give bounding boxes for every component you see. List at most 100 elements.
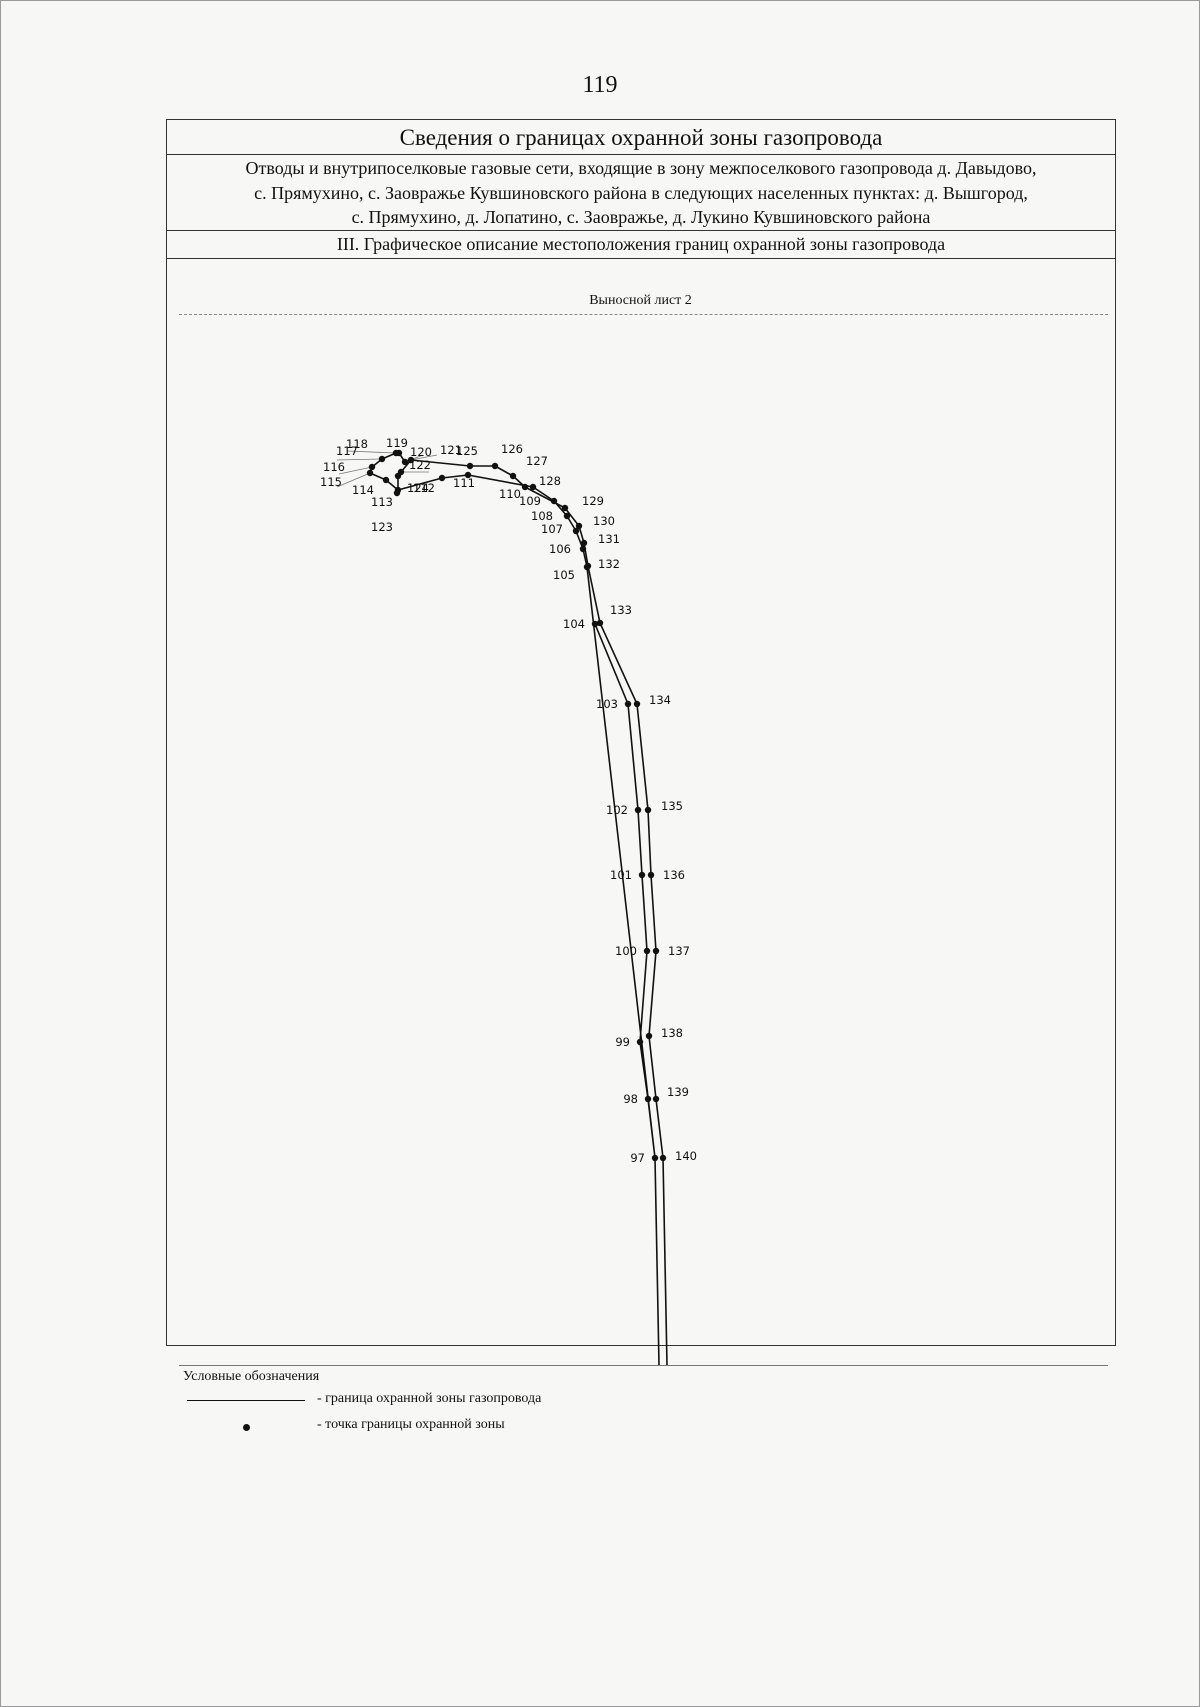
- document-title: Сведения о границах охранной зоны газопр…: [167, 120, 1115, 155]
- point-label-116: 116: [323, 460, 345, 474]
- point-label-99: 99: [615, 1035, 630, 1049]
- point-label-134: 134: [649, 693, 671, 707]
- point-label-98: 98: [623, 1092, 638, 1106]
- legend-label-point: - точка границы охранной зоны: [317, 1417, 505, 1432]
- callout-leader-115: [336, 472, 371, 488]
- boundary-point-108: [563, 512, 571, 520]
- document-frame: Сведения о границах охранной зоны газопр…: [166, 119, 1116, 1432]
- point-label-126: 126: [501, 442, 523, 456]
- boundary-point-131: [580, 539, 588, 547]
- boundary-point-98: [644, 1095, 652, 1103]
- point-label-113: 113: [371, 495, 393, 509]
- point-label-106: 106: [549, 542, 571, 556]
- boundary-point-109: [550, 497, 558, 505]
- point-label-124: 124: [407, 481, 429, 495]
- boundary-point-117: [378, 455, 386, 463]
- point-label-117: 117: [336, 444, 358, 458]
- point-label-105: 105: [553, 568, 575, 582]
- point-label-130: 130: [593, 514, 615, 528]
- boundary-point-120: [401, 458, 409, 466]
- point-label-123: 123: [371, 520, 393, 534]
- point-label-138: 138: [661, 1026, 683, 1040]
- boundary-line-west-tail: [654, 1157, 660, 1366]
- boundary-point-111: [464, 471, 472, 479]
- point-label-104: 104: [563, 617, 585, 631]
- description-line-1: Отводы и внутрипоселковые газовые сети, …: [245, 158, 1037, 178]
- boundary-point-125: [466, 462, 474, 470]
- boundary-point-129: [561, 504, 569, 512]
- boundary-point-138: [645, 1032, 653, 1040]
- point-label-101: 101: [610, 868, 632, 882]
- callout-leader-121: [410, 454, 438, 461]
- point-label-127: 127: [526, 454, 548, 468]
- point-label-102: 102: [606, 803, 628, 817]
- legend-title: Условные обозначения: [183, 1369, 320, 1384]
- point-label-115: 115: [320, 475, 342, 489]
- point-label-107: 107: [541, 522, 563, 536]
- point-labels: 9798991001011021031041051061071081091101…: [320, 436, 697, 1165]
- boundary-point-112: [438, 474, 446, 482]
- point-label-118: 118: [346, 437, 368, 451]
- boundary-point-110: [529, 483, 537, 491]
- legend-line-symbol: [187, 1400, 305, 1401]
- boundary-point-139: [652, 1095, 660, 1103]
- boundary-point-100: [643, 947, 651, 955]
- point-label-109: 109: [519, 494, 541, 508]
- boundary-point-124: [394, 472, 402, 480]
- description-line-2: с. Прямухино, с. Заовражье Кувшиновского…: [254, 182, 1028, 203]
- point-label-108: 108: [531, 509, 553, 523]
- boundary-point-126: [491, 462, 499, 470]
- point-label-114: 114: [352, 483, 374, 497]
- boundary-point-128: [521, 483, 529, 491]
- boundary-point-97: [651, 1154, 659, 1162]
- section-title: III. Графическое описание местоположения…: [167, 231, 1115, 259]
- boundary-point-137: [652, 947, 660, 955]
- point-label-103: 103: [596, 697, 618, 711]
- boundary-line-east-tail: [662, 1157, 668, 1366]
- point-label-136: 136: [663, 868, 685, 882]
- boundary-point-107: [572, 527, 580, 535]
- point-label-122: 122: [409, 458, 431, 472]
- page-number: 119: [582, 72, 618, 98]
- label-callouts: [336, 450, 438, 488]
- boundary-point-136: [647, 871, 655, 879]
- boundary-point-135: [644, 806, 652, 814]
- point-label-125: 125: [456, 444, 478, 458]
- boundary-point-102: [634, 806, 642, 814]
- boundary-point-123: [393, 489, 401, 497]
- boundary-point-140: [659, 1154, 667, 1162]
- boundary-point-99: [636, 1038, 644, 1046]
- point-label-111: 111: [453, 476, 475, 490]
- boundary-point-106: [579, 545, 587, 553]
- point-label-120: 120: [410, 445, 432, 459]
- boundary-point-121: [407, 456, 415, 464]
- boundary-map: 9798991001011021031041051061071081091101…: [320, 436, 697, 1366]
- point-label-128: 128: [539, 474, 561, 488]
- sheet-title-rule: [179, 314, 1108, 315]
- point-label-119: 119: [386, 436, 408, 450]
- point-label-131: 131: [598, 532, 620, 546]
- description-line-3: с. Прямухино, д. Лопатино, с. Заовражье,…: [351, 207, 931, 227]
- point-label-112: 112: [413, 481, 435, 495]
- boundary-points: [366, 449, 667, 1162]
- boundary-point-114: [382, 476, 390, 484]
- point-label-137: 137: [668, 944, 690, 958]
- callout-leader-117: [336, 458, 383, 461]
- point-label-132: 132: [598, 557, 620, 571]
- point-label-140: 140: [675, 1149, 697, 1163]
- document-description: Отводы и внутрипоселковые газовые сети, …: [167, 155, 1115, 231]
- boundary-point-119: [395, 449, 403, 457]
- boundary-point-115: [366, 469, 374, 477]
- boundary-point-130: [575, 522, 583, 530]
- point-label-133: 133: [610, 603, 632, 617]
- point-label-121: 121: [440, 443, 462, 457]
- point-label-97: 97: [630, 1151, 645, 1165]
- callout-leader-116: [338, 466, 373, 475]
- boundary-point-127: [509, 472, 517, 480]
- point-label-110: 110: [499, 487, 521, 501]
- boundary-point-104: [591, 620, 599, 628]
- legend-rule: [179, 1365, 1108, 1366]
- boundary-point-116: [368, 463, 376, 471]
- boundary-point-103: [624, 700, 632, 708]
